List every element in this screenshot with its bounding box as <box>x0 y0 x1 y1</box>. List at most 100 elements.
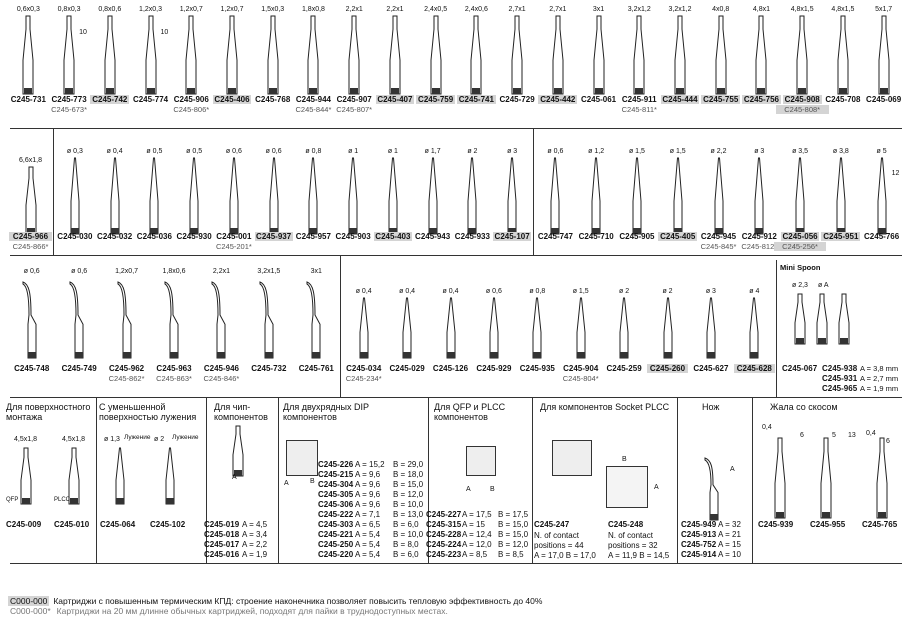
section-title-qfp: Для QFP и PLCC компонентов <box>434 402 506 422</box>
tip-dimension: 2,7x1 <box>508 6 526 13</box>
separator-col-bottom-1 <box>206 397 207 563</box>
tip-code-extended: C245-673* <box>51 105 87 114</box>
tip-drawing <box>63 15 75 95</box>
tip-drawing <box>229 157 239 235</box>
tip-dimension: 1,2x0,7 <box>220 6 244 13</box>
tip-drawing <box>749 297 759 359</box>
tip-value-a: A = 15 <box>462 520 485 529</box>
tip-dimension: ø 1 <box>348 148 359 155</box>
tip-drawing <box>619 297 629 359</box>
tip-value-b: B = 12,0 <box>393 490 424 499</box>
tip-drawing <box>576 297 586 359</box>
tip-drawing <box>388 157 398 235</box>
tip-value: A = 32 <box>718 520 741 529</box>
tip-code: C245-009 <box>6 520 42 529</box>
tip-drawing <box>68 447 80 505</box>
tip-drawing <box>552 15 564 95</box>
section-title-dip: Для двухрядных DIP компонентов <box>283 402 369 422</box>
dimension-a: A <box>466 486 471 493</box>
tip-code: C245-126 <box>432 364 469 373</box>
qfp-drawing <box>466 446 496 476</box>
tip-code: C245-937 <box>254 232 293 241</box>
tip-value: A = 3,8 mm <box>860 364 899 373</box>
tip-code-extended: C245-812* <box>741 242 778 251</box>
tip-code: C245-903 <box>335 232 371 241</box>
tip-drawing <box>467 157 477 235</box>
tip-dimension: 1,5x0,3 <box>261 6 285 13</box>
tip-code: C245-260 <box>646 364 689 373</box>
tip-drawing <box>715 15 727 95</box>
tip-value-a: A = 12,0 <box>462 540 492 549</box>
tip-dimension: 2,7x1 <box>549 6 567 13</box>
separator-col-row3b <box>340 255 341 397</box>
tip-drawing <box>673 157 683 235</box>
tip-code: C245-056 <box>780 232 820 241</box>
tip-drawing <box>149 157 159 235</box>
tip-code: C245-220 <box>318 550 354 559</box>
tip-code-extended: C245-808* <box>775 105 829 114</box>
tip-code: C245-708 <box>825 95 861 104</box>
section-title-chip: Для чип-компонентов <box>214 402 268 422</box>
dimension-a: A <box>232 474 237 481</box>
separator-col-bottom-6 <box>752 397 753 563</box>
tip-code: C245-036 <box>136 232 172 241</box>
tip-code: C245-749 <box>61 364 97 373</box>
tip-value: A = 15 <box>718 540 741 549</box>
tip-code-extended: C245-846* <box>203 374 240 383</box>
dimension-b: B <box>622 456 627 463</box>
tip-dimension: 1,2x0,3 <box>139 6 163 13</box>
tip-drawing <box>876 437 888 519</box>
tip-dimension: ø 0,6 <box>225 148 242 155</box>
tip-dimension: ø 1,2 <box>588 148 605 155</box>
tip-dimension: ø 0,6 <box>485 288 502 295</box>
tip-code: C245-929 <box>476 364 512 373</box>
tinning-tag: Лужение <box>124 434 151 441</box>
tip-dimension: 5x1,7 <box>875 6 893 13</box>
dimension-a: A <box>654 484 659 491</box>
dimension-a: A <box>730 466 735 473</box>
tip-dimension: ø 0,6 <box>265 148 282 155</box>
tip-dimension: 4,8x1,5 <box>831 6 855 13</box>
tip-dimension: ø 1,5 <box>572 288 589 295</box>
tip-dimension: ø 3,5 <box>792 148 809 155</box>
tip-code: C245-016 <box>204 550 240 559</box>
tip-code: C245-951 <box>821 232 861 241</box>
dimension-a: A <box>284 480 289 487</box>
tip-drawing <box>115 447 125 505</box>
tip-drawing <box>308 157 318 235</box>
tip-value-b: B = 8,5 <box>498 550 524 559</box>
tip-dimension: ø 2 <box>619 288 630 295</box>
tip-drawing <box>507 157 517 235</box>
tip-value: A = 2,7 mm <box>860 374 899 383</box>
tip-code-extended: C245-811* <box>621 105 657 114</box>
separator-col-row2c <box>533 128 534 255</box>
tip-code: C245-759 <box>416 95 455 104</box>
tip-code: C245-215 <box>318 470 354 479</box>
tip-code: C245-773 <box>51 95 87 104</box>
tip-drawing <box>145 15 157 95</box>
tip-drawing <box>593 15 605 95</box>
tip-code: C245-957 <box>295 232 331 241</box>
tip-code: C245-756 <box>742 95 781 104</box>
tip-code: C245-935 <box>519 364 555 373</box>
tip-code-extended: C245-807* <box>336 105 373 114</box>
tip-dimension: ø 2 <box>467 148 478 155</box>
tip-code: C245-627 <box>693 364 729 373</box>
tip-code: C245-907 <box>336 95 372 104</box>
dimension-b: B <box>310 478 315 485</box>
tip-code: C245-732 <box>251 364 287 373</box>
plcc-dimensions: A = 17,0 B = 17,0 <box>534 551 596 560</box>
tip-code: C245-248 <box>608 520 644 529</box>
tip-code: C245-221 <box>318 530 354 539</box>
tip-drawing <box>591 157 601 235</box>
tip-drawing <box>22 281 37 359</box>
plcc-contacts-label: N. of contact <box>608 531 653 540</box>
tip-code: C245-944 <box>295 95 331 104</box>
separator-bottom <box>10 563 902 564</box>
tip-drawing <box>211 281 226 359</box>
tip-code: C245-742 <box>90 95 130 104</box>
tip-code: C245-930 <box>176 232 212 241</box>
tip-dimension: 4x0,8 <box>712 6 730 13</box>
legend-row: C000-000*Картриджи на 20 мм длинне обычн… <box>8 606 448 616</box>
tip-value-b: B = 29,0 <box>393 460 424 469</box>
